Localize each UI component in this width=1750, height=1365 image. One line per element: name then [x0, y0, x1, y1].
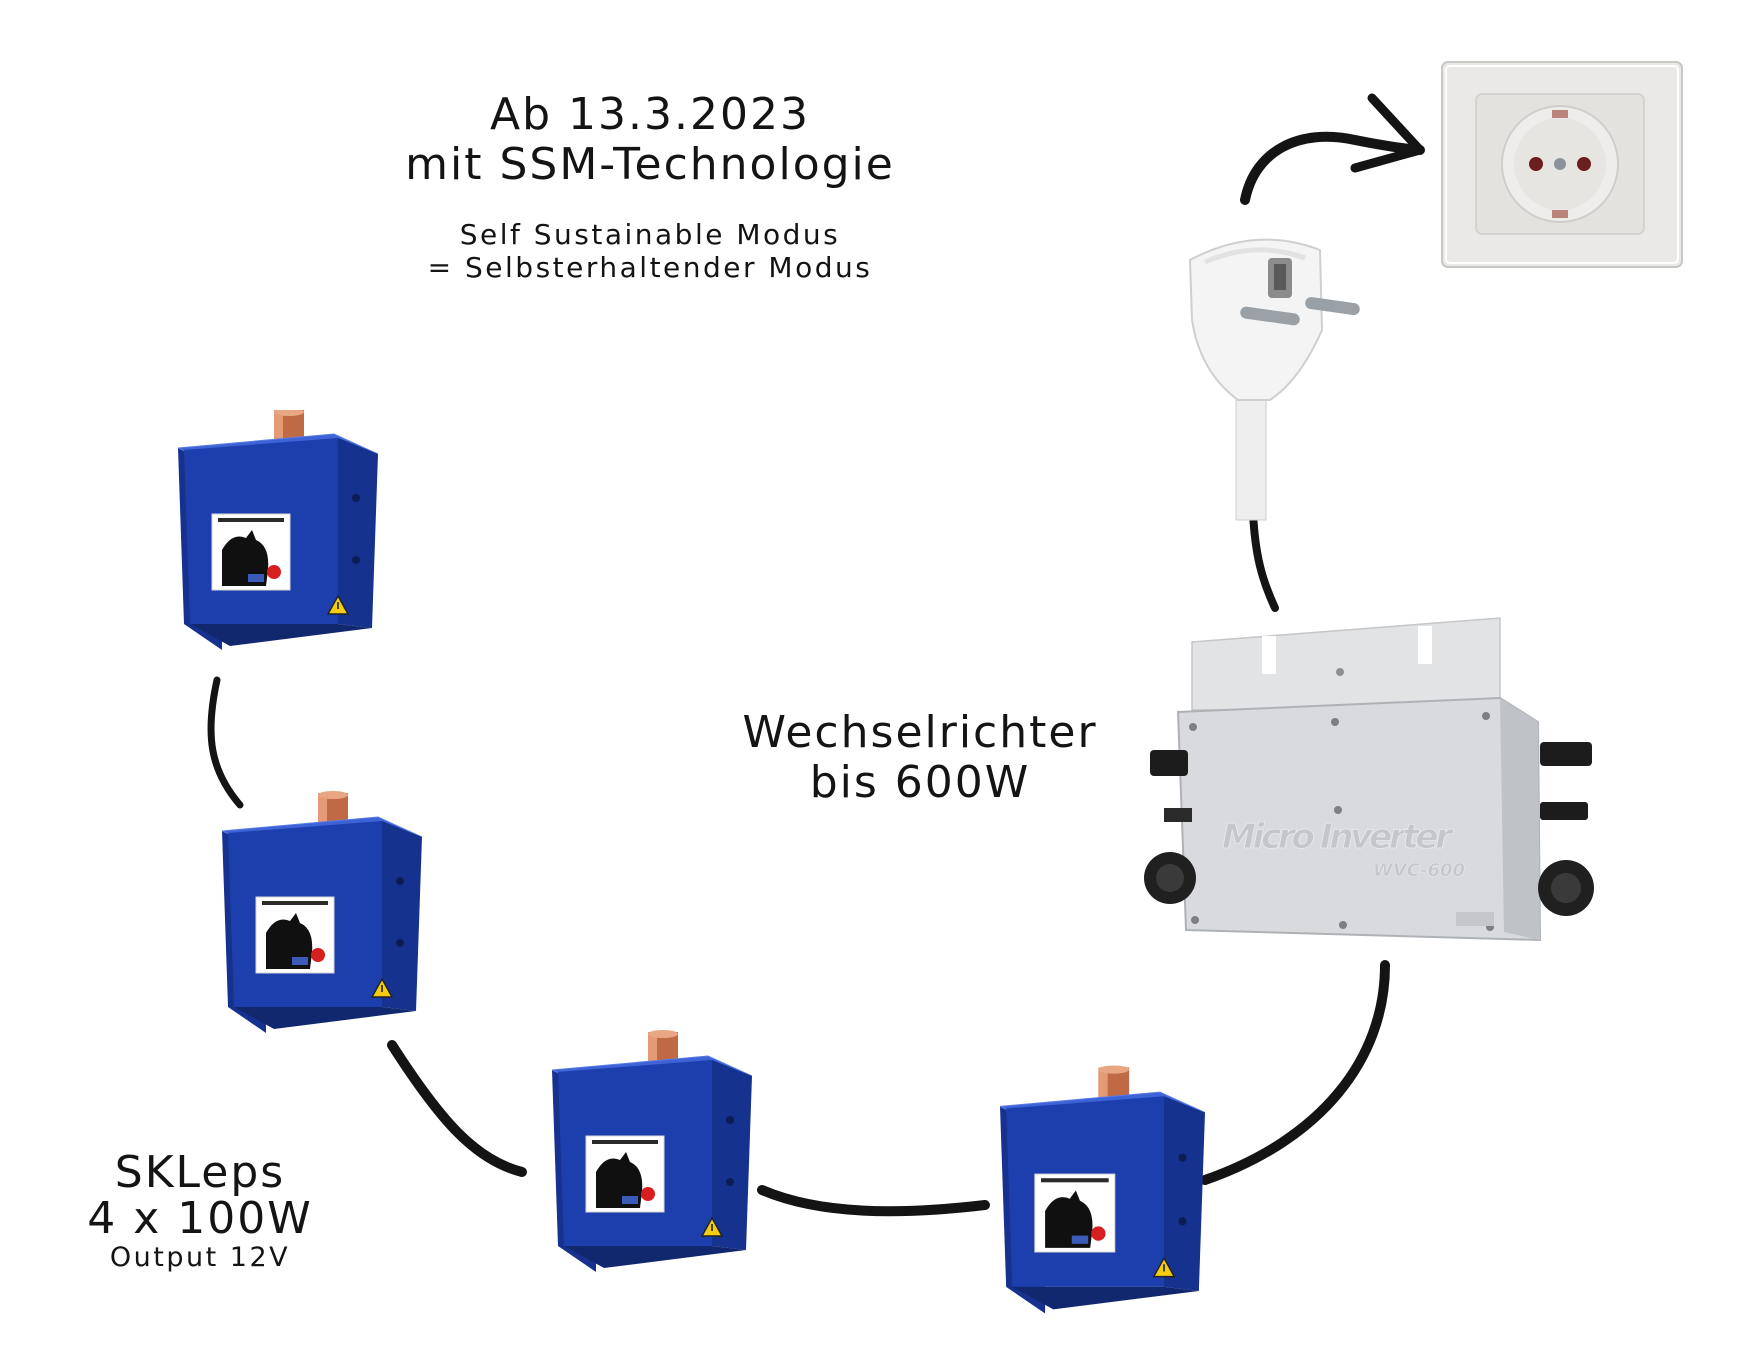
skleps-label-line-2: 4 x 100W: [87, 1193, 313, 1244]
headline-line-1: Ab 13.3.2023: [490, 89, 810, 140]
inverter-label: Wechselrichter bis 600W: [700, 708, 1140, 808]
cable-module1-module2: [207, 676, 244, 809]
subtitle: Self Sustainable Modus = Selbsterhaltend…: [330, 218, 970, 284]
skleps-label: SKLeps 4 x 100W Output 12V: [40, 1150, 360, 1274]
headline: Ab 13.3.2023 mit SSM-Technologie: [330, 90, 970, 190]
subtitle-line-2: = Selbsterhaltender Modus: [427, 251, 873, 284]
skleps-module-2: [222, 790, 422, 1034]
cable-module3-module4: [757, 1185, 990, 1217]
skleps-module-1: [178, 410, 378, 650]
skleps-module-4: [1000, 1064, 1205, 1315]
cable-inverter-plug: [1249, 508, 1279, 612]
inverter-label-line-1: Wechselrichter: [742, 707, 1098, 758]
arrow-curve: [1240, 131, 1425, 205]
power-plug: [1188, 238, 1360, 521]
cable-module4-inverter: [1200, 960, 1390, 1185]
micro-inverter: Micro Inverter WVC-600: [1144, 617, 1594, 942]
arrow-head: [1350, 93, 1425, 173]
subtitle-line-1: Self Sustainable Modus: [459, 218, 841, 251]
headline-line-2: mit SSM-Technologie: [405, 139, 895, 190]
cable-module2-module3: [387, 1040, 527, 1177]
inverter-model-text: WVC-600: [1373, 860, 1465, 881]
skleps-label-line-3: Output 12V: [109, 1242, 291, 1273]
wall-socket: [1441, 61, 1683, 268]
skleps-label-line-1: SKLeps: [114, 1147, 286, 1198]
cables: [207, 93, 1425, 1217]
skleps-module-3: [552, 1029, 752, 1273]
inverter-label-line-2: bis 600W: [809, 757, 1031, 808]
inverter-brand-text: Micro Inverter: [1222, 817, 1454, 857]
